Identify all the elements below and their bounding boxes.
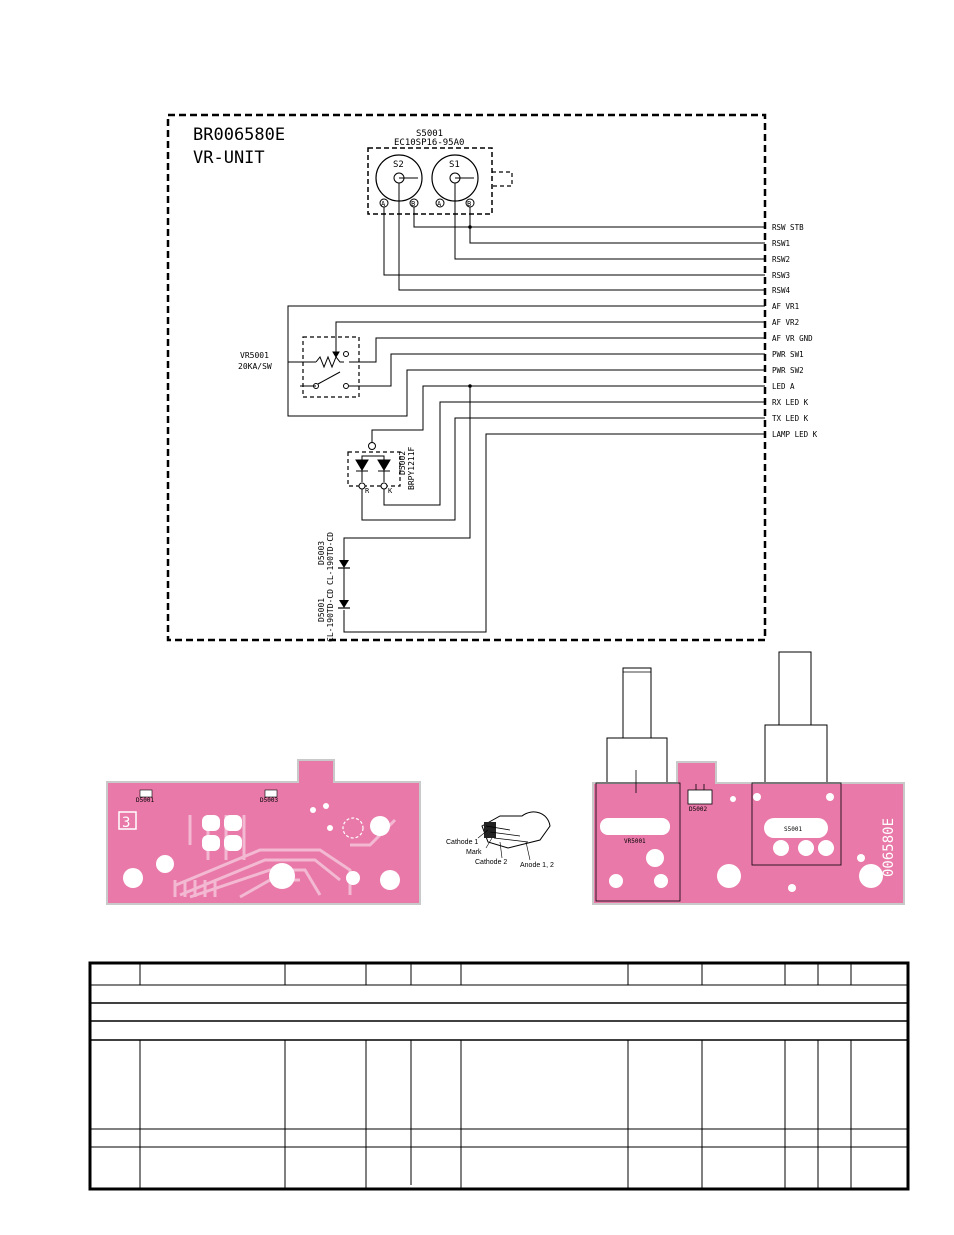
signal-label: PWR SW1 — [772, 350, 804, 359]
pcb-vr-label: VR5001 — [624, 838, 646, 845]
vr-wiring — [287, 305, 765, 417]
lamp-part: CL-190TD-CD — [326, 589, 335, 642]
switch-footprint — [751, 782, 842, 866]
board-number: 3 — [122, 815, 130, 831]
signal-label: RX LED K — [772, 398, 809, 407]
pcb-switch-label: S5001 — [784, 826, 802, 833]
switch-wiring — [383, 183, 765, 291]
signal-label: RSW STB — [772, 223, 804, 232]
pcb-board-code: 006580E — [881, 818, 897, 877]
vr-footprint — [595, 782, 681, 902]
svg-text:B: B — [467, 200, 471, 208]
schematic: BR006580E VR-UNIT S5001 EC10SP16-95A0 S2… — [166, 113, 818, 642]
svg-text:B: B — [411, 200, 415, 208]
switch-shaft — [778, 651, 812, 726]
signal-label: AF VR1 — [772, 302, 799, 311]
dual-led-outline — [347, 451, 401, 487]
vr-body — [606, 737, 668, 784]
svg-text:A: A — [437, 200, 442, 208]
pcb-label: D5003 — [260, 797, 278, 804]
pinout-label: Mark — [466, 849, 482, 856]
switch-section-label: S2 — [393, 160, 404, 170]
dual-led-ref: D5002 — [398, 451, 407, 475]
parts-table — [88, 961, 910, 1191]
pinout-label: Cathode 1 — [446, 839, 478, 846]
pcb-led-label: D5002 — [689, 806, 707, 813]
dual-led-footprint — [687, 789, 713, 805]
pcb-label: D5001 — [136, 797, 154, 804]
pcb-left: 3 D5001 D5003 — [106, 759, 421, 905]
pcb-left-board — [106, 759, 421, 905]
vr-ref: VR5001 — [240, 351, 269, 360]
switch-part: EC10SP16-95A0 — [394, 138, 464, 148]
signal-label: RSW2 — [772, 255, 790, 264]
switch-ref: S5001 — [416, 129, 443, 139]
signal-label: AF VR2 — [772, 318, 799, 327]
pcb-left-pads — [123, 803, 400, 890]
led-pinout-diagram: Cathode 1 Mark Cathode 2 Anode 1, 2 — [446, 811, 554, 869]
lamp-ref: D5001 — [317, 598, 326, 622]
unit-code: BR006580E — [193, 125, 285, 145]
pinout-label: Cathode 2 — [475, 859, 507, 866]
pinout-label: Anode 1, 2 — [520, 862, 554, 869]
svg-text:A: A — [381, 200, 386, 208]
signal-label: TX LED K — [772, 414, 809, 423]
signal-labels: RSW STB RSW1 RSW2 RSW3 RSW4 AF VR1 AF VR… — [772, 223, 818, 439]
signal-label: RSW1 — [772, 239, 790, 248]
dual-led-part: BRPY1211F — [407, 446, 416, 490]
signal-label: LAMP LED K — [772, 430, 818, 439]
signal-label: AF VR GND — [772, 334, 813, 343]
unit-name: VR-UNIT — [193, 148, 265, 168]
signal-label: LED A — [772, 382, 795, 391]
switch-section-label: S1 — [449, 160, 460, 170]
pcb-right: VR5001 S5001 D5002 006580E — [592, 651, 905, 905]
pcb-right-pads — [600, 793, 883, 892]
signal-label: RSW3 — [772, 271, 790, 280]
vr-shaft — [622, 667, 652, 739]
switch-pins: A B A B — [379, 198, 475, 208]
vr-value: 20KA/SW — [238, 362, 272, 371]
lamp-led-d5001 — [338, 600, 350, 609]
dual-led-pin-r: R — [365, 487, 370, 495]
switch-body — [764, 724, 828, 784]
signal-label: PWR SW2 — [772, 366, 804, 375]
signal-label: RSW4 — [772, 286, 791, 295]
dual-led-symbol — [355, 455, 391, 482]
lamp-ref: D5003 — [317, 541, 326, 565]
vr-outline — [302, 336, 360, 398]
lamp-part: CL-190TD-CD — [326, 532, 335, 585]
led-wiring — [343, 384, 765, 633]
unit-boundary — [166, 113, 767, 642]
lamp-led-d5003 — [338, 560, 350, 569]
switch-shaft-outline — [492, 171, 513, 187]
switch-outline — [367, 147, 493, 215]
dual-led-pin-k: K — [388, 487, 393, 495]
